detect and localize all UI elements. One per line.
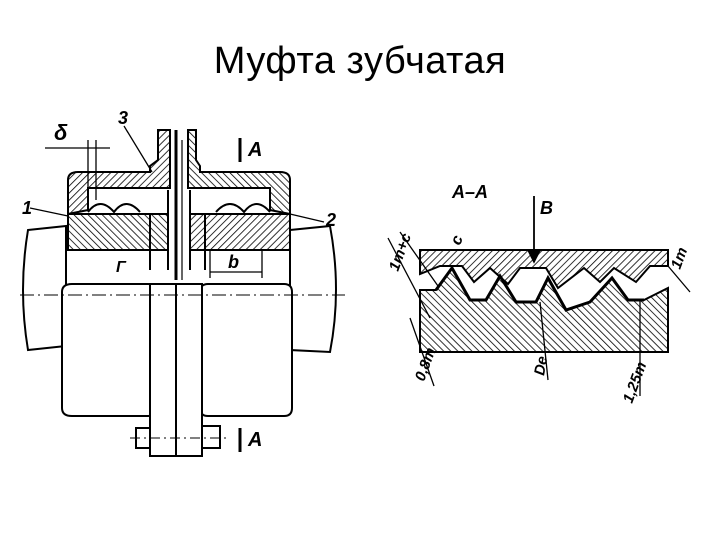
sleeve-section: [419, 249, 669, 290]
label-view-b: B: [540, 198, 553, 218]
left-teeth: [87, 203, 141, 214]
label-dim-b: b: [228, 252, 239, 272]
label-section-a-top: A: [247, 139, 262, 161]
label-section-a-bottom: A: [247, 429, 262, 451]
left-hub-body: [61, 283, 157, 417]
label-1m-plus-c: 1m+c: [386, 230, 415, 273]
main-view-labels: δ 3 1 2 Г b A A: [22, 108, 336, 451]
label-part-2: 2: [325, 210, 336, 230]
slide-title: Муфта зубчатая: [213, 40, 507, 82]
label-delta: δ: [54, 120, 68, 145]
label-1-25m: 1,25m: [620, 360, 651, 406]
label-section-a-a: A–A: [451, 182, 488, 202]
left-shaft: [22, 224, 67, 352]
left-hub: [67, 213, 169, 251]
label-part-3: 3: [118, 108, 128, 128]
bolt-nut-right: [201, 425, 221, 449]
label-1m: 1m: [668, 245, 691, 271]
label-0-8m: 0,8m: [412, 345, 440, 383]
section-view: [387, 196, 691, 396]
right-shaft: [289, 224, 337, 354]
label-de: De: [531, 355, 551, 377]
right-teeth: [215, 203, 271, 214]
label-c: c: [448, 233, 467, 247]
main-view: [20, 125, 345, 457]
label-gamma: Г: [116, 259, 127, 276]
sleeve-casing-right: [187, 129, 291, 216]
sleeve-casing: [67, 129, 171, 216]
label-part-1: 1: [22, 198, 32, 218]
right-hub-body: [199, 283, 293, 417]
